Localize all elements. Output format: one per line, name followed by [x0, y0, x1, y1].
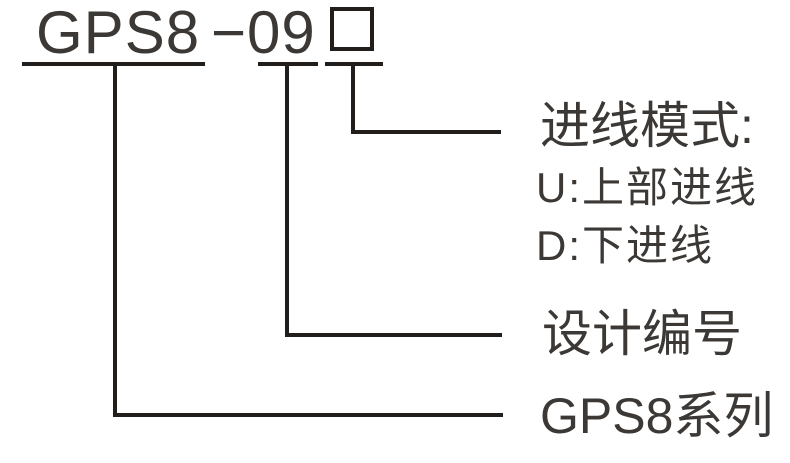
series-label: GPS8系列 [540, 388, 774, 444]
design-number-leader-vertical [285, 62, 289, 337]
entry-mode-placeholder-box-icon [330, 7, 374, 51]
series-leader-horizontal [113, 413, 503, 417]
model-series-text: GPS8 [36, 0, 201, 66]
design-number-label: 设计编号 [542, 306, 742, 362]
series-leader-vertical [113, 62, 117, 417]
design-number-leader-horizontal [285, 333, 502, 337]
entry-mode-leader-vertical [351, 62, 355, 134]
model-design-number-text: 09 [247, 0, 316, 66]
entry-mode-option-upper-label: U:上部进线 [536, 164, 759, 211]
model-separator-text: − [211, 0, 248, 66]
entry-mode-title-label: 进线模式: [540, 98, 754, 154]
model-suffix-text: −09 [211, 3, 316, 63]
entry-mode-leader-horizontal [351, 130, 501, 134]
entry-mode-option-lower-label: D:下进线 [536, 222, 715, 269]
